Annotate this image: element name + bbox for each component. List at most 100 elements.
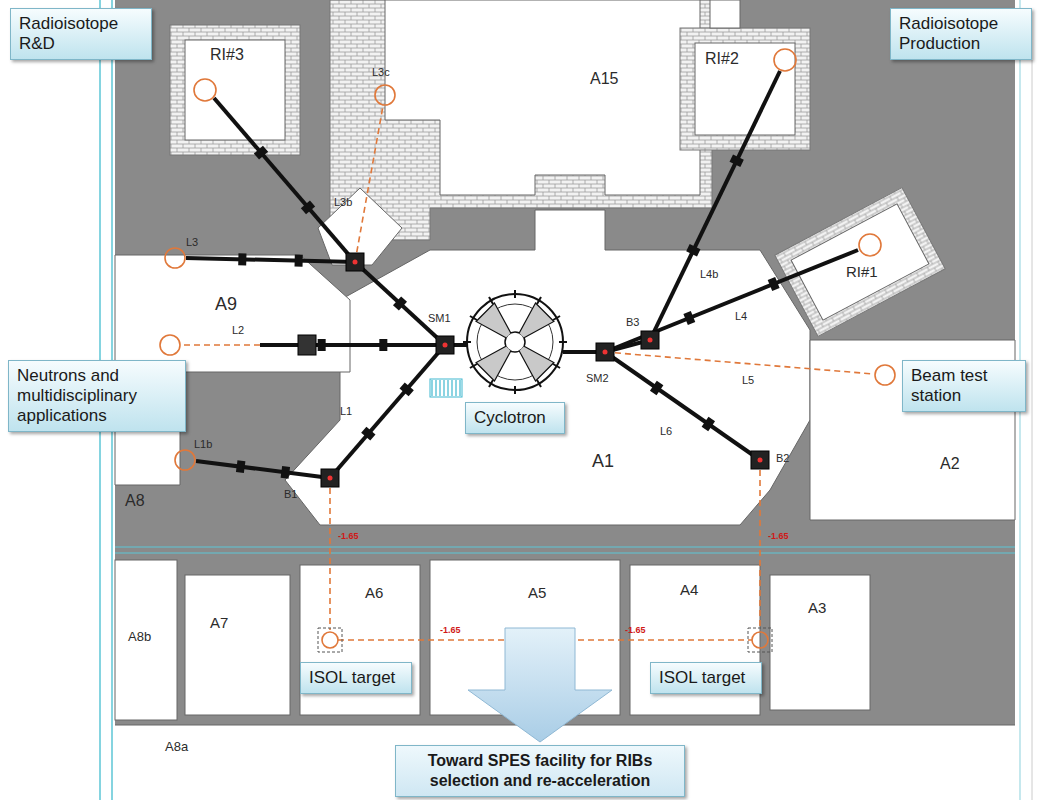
target-station <box>375 85 395 105</box>
callout-box: Radioisotope Production <box>890 8 1032 60</box>
beam-line-l3c <box>355 106 383 262</box>
quadrupole-magnet <box>361 427 375 441</box>
quadrupole-magnet <box>393 296 407 310</box>
room-label: RI#2 <box>705 50 739 68</box>
callout-text: Radioisotope R&D <box>19 14 143 54</box>
beamline-label: B1 <box>284 488 297 500</box>
room-label: A1 <box>592 452 614 472</box>
beamline-label: L6 <box>660 425 672 437</box>
beamline-label: B3 <box>626 316 639 328</box>
grid-line <box>115 546 1015 547</box>
callout-text: Beam test station <box>911 366 1017 406</box>
target-station <box>322 632 338 648</box>
shielding-wall <box>680 28 810 150</box>
room-a3 <box>770 575 870 710</box>
callout-text: Neutrons and multidisciplinary applicati… <box>17 366 177 426</box>
room-label: A9 <box>215 295 237 315</box>
callout-box: ISOL target <box>300 662 412 694</box>
beam-line-l3 <box>186 258 355 262</box>
shielding-wall <box>330 0 712 240</box>
quadrupole-magnet <box>702 417 715 431</box>
callout-text: Toward SPES facility for RIBs selection … <box>404 751 676 791</box>
quadrupole-magnet <box>379 339 387 351</box>
elevation-mark: -1.65 <box>625 626 646 636</box>
target-station <box>774 49 796 71</box>
magnet-marker <box>443 343 448 348</box>
room-label: A6 <box>365 585 383 602</box>
beam-line-l1 <box>330 345 445 478</box>
quadrupole-magnet <box>301 200 315 214</box>
concrete-walls <box>115 0 1015 725</box>
beam-line-isol <box>329 478 331 630</box>
target-station <box>160 335 180 355</box>
beamline-label: B2 <box>776 452 789 464</box>
beam-line-ri3 <box>214 98 355 262</box>
beamline-label: L3c <box>372 66 390 78</box>
target-station <box>859 234 881 256</box>
grid-line <box>115 552 1015 553</box>
magnet-marker <box>603 350 608 355</box>
room-label: A7 <box>210 615 228 632</box>
beamline-label: L2 <box>232 324 244 336</box>
switching-magnet <box>436 336 454 354</box>
callout-box: Beam test station <box>902 360 1026 412</box>
switching-magnet <box>596 343 614 361</box>
beam-line-l6 <box>605 352 760 460</box>
callout-box: ISOL target <box>650 662 762 694</box>
room-a8b <box>115 560 177 720</box>
room-a15 <box>385 0 700 195</box>
quadrupole-magnet <box>236 460 245 473</box>
target-frame <box>318 628 342 652</box>
target-station <box>175 450 195 470</box>
beamline-label: L3 <box>186 236 198 248</box>
beamline-label: L3b <box>334 196 352 208</box>
elevation-mark: -1.65 <box>338 532 359 542</box>
beam-line-l3b <box>355 262 445 345</box>
magnet-marker <box>353 260 358 265</box>
direction-arrow <box>468 628 612 742</box>
beamline-label: L1b <box>194 438 212 450</box>
outer-wall-line <box>1032 60 1033 800</box>
quadrupole-magnet <box>686 244 700 256</box>
stairs <box>430 379 462 397</box>
switching-magnet <box>641 331 659 349</box>
room-a1 <box>285 210 810 525</box>
elevation-mark: -1.65 <box>768 532 789 542</box>
shielding-wall <box>170 25 300 155</box>
beamline-label: SM2 <box>586 372 609 384</box>
quadrupole-magnet <box>768 277 780 291</box>
callout-text: ISOL target <box>659 668 753 688</box>
room-label: A2 <box>940 455 960 473</box>
switching-magnet <box>751 451 769 469</box>
target-station <box>194 79 216 101</box>
room-label: RI#3 <box>210 46 244 64</box>
beam-line-l5 <box>605 352 874 374</box>
target-frame <box>748 628 772 652</box>
room-ri2 <box>695 43 795 135</box>
quadrupole-magnet <box>400 382 414 396</box>
beamline-label: L4 <box>735 310 747 322</box>
quadrupole-magnet <box>683 311 695 325</box>
switching-magnet <box>321 469 339 487</box>
magnet-marker <box>758 458 763 463</box>
quadrupole-magnet <box>318 339 326 351</box>
beamline-label: L4b <box>700 268 718 280</box>
room-a7 <box>185 575 290 715</box>
quadrupole-magnet <box>650 381 663 395</box>
room-label: A4 <box>680 582 698 599</box>
magnet-marker <box>328 476 333 481</box>
room-label: A8b <box>128 630 151 644</box>
callout-box: Radioisotope R&D <box>10 8 152 60</box>
quadrupole-magnet <box>238 253 246 265</box>
beamline-label: SM1 <box>428 312 451 324</box>
beamline-label: L5 <box>742 374 754 386</box>
callout-box: Cyclotron <box>465 402 565 434</box>
callout-text: Radioisotope Production <box>899 14 1023 54</box>
neutron-converter <box>298 335 316 355</box>
room-label: A8a <box>165 740 188 754</box>
target-station <box>875 365 895 385</box>
room-label: RI#1 <box>846 264 878 281</box>
beam-line-l2 <box>181 344 260 346</box>
beam-line-l4 <box>605 250 858 352</box>
